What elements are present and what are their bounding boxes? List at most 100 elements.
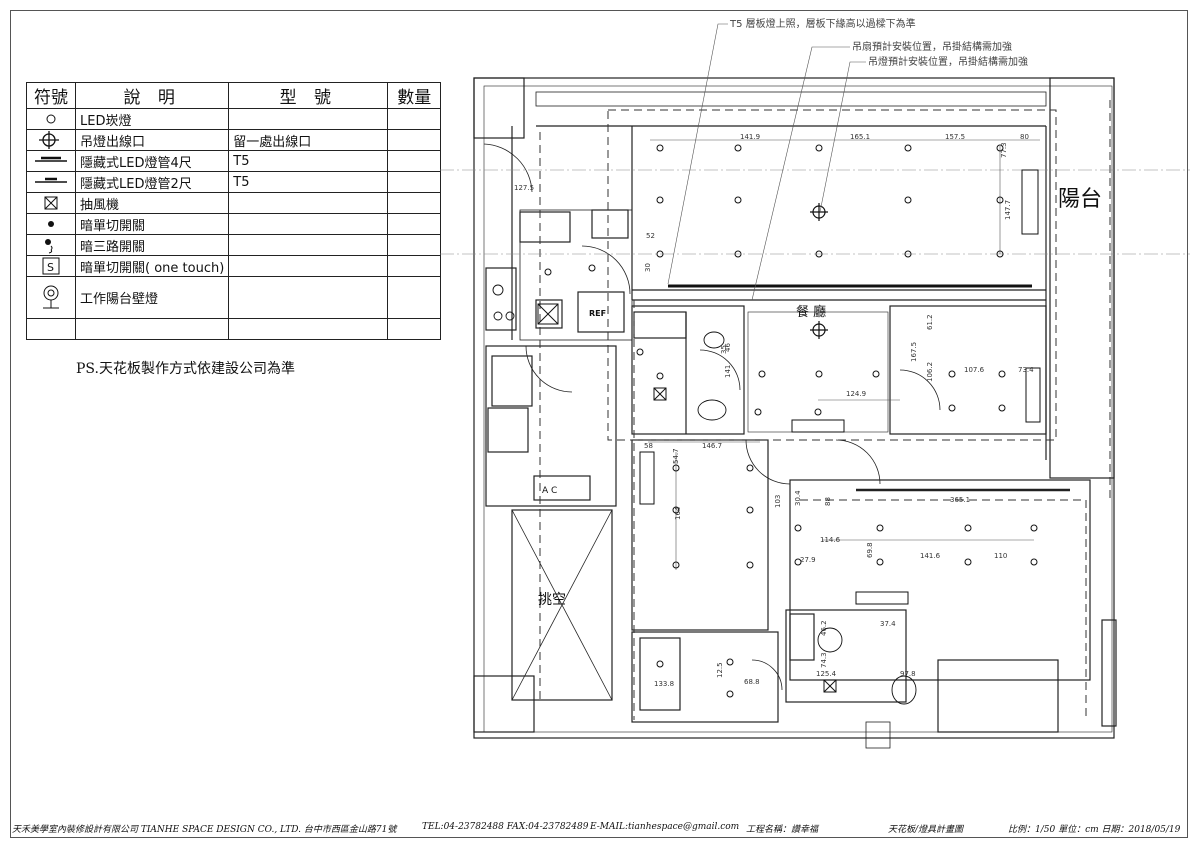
led-downlight-icon [672,506,680,514]
led-downlight-icon [904,196,912,204]
led-downlight-icon [1030,558,1038,566]
legend-row: 工作陽台壁燈 [26,276,442,319]
led-downlight-icon [746,464,754,472]
pendant-outlet-icon [39,131,59,149]
dimension-label: 80 [1020,133,1029,141]
led-downlight-icon [636,348,644,356]
room-label-void: 挑空 [538,592,566,608]
led-downlight-icon [656,372,664,380]
led-downlight-icon [734,250,742,258]
led-downlight-icon [656,196,664,204]
dimension-label: 68.8 [744,678,760,686]
legend-header-description: 說 明 [74,82,230,109]
dimension-label: 365.1 [950,496,970,504]
legend-description: 暗三路開關 [74,234,230,256]
dimension-label: 167.5 [910,342,918,362]
led-downlight-icon [656,250,664,258]
dimension-label: 165.1 [850,133,870,141]
dimension-label: 114.6 [820,536,841,544]
legend-description: 暗單切開關( one touch) [74,255,230,277]
dimension-label: 30 [644,263,652,272]
led-downlight-icon [588,264,596,272]
dimension-label: 46 [724,343,732,352]
dimension-label: 37.4 [880,620,896,628]
dimension-label: 97.8 [900,670,916,678]
label-ac: A C [542,486,557,496]
callout-t5: T5 層板燈上照，層板下緣高以過樑下為準 [729,17,916,30]
sheet-border [10,10,1188,838]
dimension-label: 77.3 [1000,142,1008,158]
dimension-label: 58 [644,442,653,450]
legend-row: 暗三路開關 [26,234,442,256]
led-downlight-icon [904,144,912,152]
ac-unit [639,451,655,505]
ac-unit [855,591,909,605]
three-way-switch-icon [45,239,53,254]
ceiling-note: PS.天花板製作方式依建設公司為準 [76,361,295,377]
dimension-label: 69.8 [866,542,874,558]
dimension-label: 146.7 [702,442,722,450]
circle-small-icon [46,114,56,124]
dimension-label: 164 [674,506,682,520]
led-downlight-icon [672,561,680,569]
legend-qty [387,318,442,340]
dimension-label: 54.7 [672,448,680,464]
dimension-label: 74.3 [820,652,828,668]
exhaust-fan-icon [537,303,559,325]
ac-unit [1025,367,1041,423]
legend-row: 抽風機 [26,192,442,214]
legend-description: 抽風機 [74,192,230,214]
led-tube-2ft-icon [35,177,67,183]
dimension-label: 35 [720,345,728,354]
led-downlight-icon [996,250,1004,258]
led-downlight-icon [998,370,1006,378]
led-downlight-icon [876,524,884,532]
legend-symbol-cell [26,276,76,319]
led-downlight-icon [672,464,680,472]
led-downlight-icon [544,268,552,276]
dimension-label: 141.9 [740,133,760,141]
ac-unit [791,419,845,433]
dimension-label: 46.2 [820,620,828,636]
wall-lamp-icon [43,285,59,308]
dimension-label: 106.2 [926,362,934,382]
led-downlight-icon [1030,524,1038,532]
dimension-label: 12.5 [716,662,724,678]
outer-wall [473,77,1115,739]
legend-description: 暗單切開關 [74,213,230,235]
dimension-label: 147.7 [1004,200,1012,220]
svg-text:S: S [47,261,54,274]
legend-description [74,318,230,340]
exhaust-fan-icon [653,387,667,401]
legend-row: S 暗單切開關( one touch) [26,255,442,277]
led-downlight-icon [964,524,972,532]
led-downlight-icon [814,408,822,416]
dimension-label: 127.5 [514,184,534,192]
led-downlight-icon [998,404,1006,412]
dimension-label: 133.8 [654,680,674,688]
exhaust-fan-icon [44,196,58,210]
room-label-dining: 餐 廳 [796,304,826,320]
dimension-label: 157.5 [945,133,965,141]
legend-row: 暗單切開關 [26,213,442,235]
dimension-label: 124.9 [846,390,866,398]
footer-tel: TEL:04-23782488 FAX:04-23782489 [422,822,589,832]
legend-table: 符號 說 明 型 號 數量 LED崁燈吊燈出線口留一處出線口隱藏式LED燈管4尺… [26,82,442,340]
led-downlight-icon [656,660,664,668]
led-downlight-icon [948,404,956,412]
footer-email: E-MAIL:tianhespace@gmail.com [590,822,740,832]
legend-row [26,318,442,340]
led-downlight-icon [656,144,664,152]
single-switch-icon [48,221,54,227]
led-downlight-icon [964,558,972,566]
legend-qty [387,276,442,319]
led-downlight-icon [758,370,766,378]
room-label-balcony: 陽台 [1058,187,1102,212]
dimension-label: 73.4 [1018,366,1034,374]
led-downlight-icon [876,558,884,566]
led-downlight-icon [948,370,956,378]
